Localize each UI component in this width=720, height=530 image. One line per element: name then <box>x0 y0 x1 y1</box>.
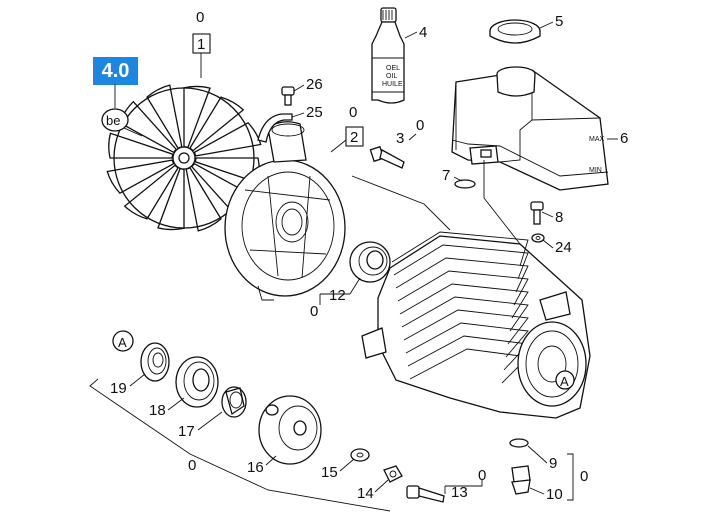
nut-14-part[interactable] <box>383 465 403 483</box>
callout-17[interactable]: 17 <box>178 423 195 440</box>
marker-a-right <box>555 370 575 390</box>
crankcase-fin <box>397 270 529 306</box>
oil-bottle-part[interactable] <box>371 7 405 104</box>
bracket-9-10 <box>567 453 574 501</box>
callout-13[interactable]: 13 <box>451 484 468 501</box>
callout-13-qty: 0 <box>478 467 486 484</box>
crankcase-fin <box>405 322 529 358</box>
screw-3-part[interactable] <box>369 145 405 169</box>
screw-8-part[interactable] <box>530 201 544 225</box>
callout-3-qty: 0 <box>416 117 424 134</box>
crankcase-part[interactable] <box>361 231 591 419</box>
fan-blade <box>146 84 183 149</box>
callout-3[interactable]: 3 <box>396 130 404 147</box>
o-ring-9-part[interactable] <box>509 438 529 448</box>
section-badge: 4.0 <box>93 57 138 85</box>
fan-blade <box>193 122 262 157</box>
washer-15-part[interactable] <box>350 448 370 462</box>
crankcase-fin <box>399 283 529 319</box>
callout-7[interactable]: 7 <box>442 167 450 184</box>
crankcase-fin <box>409 348 529 384</box>
callout-24[interactable]: 24 <box>555 239 572 256</box>
fan-blade <box>189 96 245 152</box>
callout-25[interactable]: 25 <box>306 104 323 121</box>
plug-10-part[interactable] <box>511 465 531 495</box>
crankcase-fin <box>407 335 529 371</box>
callout-9[interactable]: 9 <box>549 455 557 472</box>
fan-blade <box>123 164 179 220</box>
marker-a-left-label: A <box>118 335 127 350</box>
crankcase-fin <box>403 309 529 345</box>
marker-a-left <box>112 330 134 352</box>
oil-tank-part[interactable] <box>451 66 609 191</box>
variant-tag-shape <box>101 108 129 132</box>
callout-1-box <box>192 33 211 54</box>
callout-8[interactable]: 8 <box>555 209 563 226</box>
callout-18[interactable]: 18 <box>149 402 166 419</box>
screw-26-part[interactable] <box>281 86 295 106</box>
marker-a-right-label: A <box>560 374 569 389</box>
callout-6[interactable]: 6 <box>620 130 628 147</box>
callout-14[interactable]: 14 <box>357 485 374 502</box>
callout-2[interactable]: 2 <box>350 129 358 146</box>
oil-bottle-text-2: OIL <box>386 73 397 80</box>
bearing-12-part[interactable] <box>349 241 391 283</box>
callout-26[interactable]: 26 <box>306 76 323 93</box>
callout-5[interactable]: 5 <box>555 13 563 30</box>
bottom-group-qty: 0 <box>188 457 196 474</box>
fan-blade <box>106 159 175 194</box>
callout-16[interactable]: 16 <box>247 459 264 476</box>
hose-25-part[interactable] <box>257 113 293 143</box>
oil-bottle-text-3: HUILE <box>382 81 403 88</box>
crankcase-fin <box>393 244 529 280</box>
tank-min-mark: MIN <box>589 167 602 174</box>
seal-19-part[interactable] <box>140 342 170 382</box>
fan-blade <box>108 132 174 159</box>
callout-15[interactable]: 15 <box>321 464 338 481</box>
variant-tag: be <box>106 113 120 128</box>
callout-12-qty: 0 <box>310 303 318 320</box>
callout-12[interactable]: 12 <box>329 287 346 304</box>
bearing-18-part[interactable] <box>175 356 219 408</box>
crankcase-fin <box>401 296 529 332</box>
fan-blade <box>185 167 222 232</box>
callout-1-qty: 0 <box>196 9 204 26</box>
callout-4[interactable]: 4 <box>419 24 427 41</box>
fan-housing-part[interactable] <box>224 121 346 301</box>
bushing-17-part[interactable] <box>221 386 247 418</box>
fan-part[interactable] <box>106 84 262 232</box>
callout-9-10-qty: 0 <box>580 468 588 485</box>
o-ring-7-part[interactable] <box>454 179 476 189</box>
washer-24-part[interactable] <box>531 233 545 243</box>
screw-13-part[interactable] <box>406 485 445 503</box>
cap-5-part[interactable] <box>489 19 541 44</box>
callout-19[interactable]: 19 <box>110 380 127 397</box>
bottom-group-bracket <box>89 378 391 512</box>
cover-16-part[interactable] <box>258 395 322 465</box>
oil-bottle-text-1: OEL <box>386 65 400 72</box>
callout-2-qty: 0 <box>349 104 357 121</box>
tank-max-mark: MAX <box>589 136 605 143</box>
callout-1[interactable]: 1 <box>197 36 205 53</box>
callout-10[interactable]: 10 <box>546 486 563 503</box>
crankcase-fin <box>395 257 529 293</box>
